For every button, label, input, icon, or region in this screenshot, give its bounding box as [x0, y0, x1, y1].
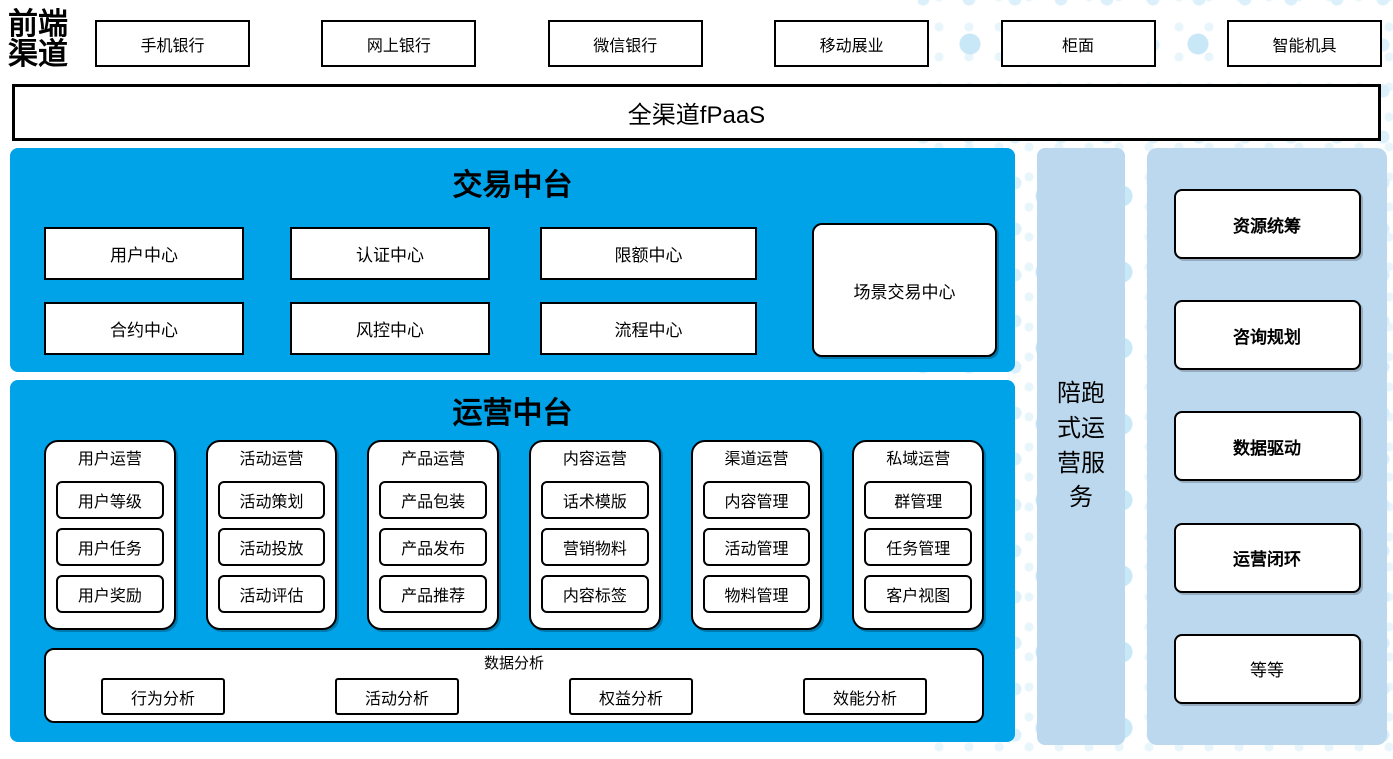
ops-groups-row: 用户运营 用户等级 用户任务 用户奖励 活动运营 活动策划 活动投放 活动评估 … [44, 440, 985, 630]
channel-box-online-banking: 网上银行 [321, 20, 477, 67]
channel-box-mobile-sales: 移动展业 [774, 20, 930, 67]
ops-platform-panel: 运营中台 用户运营 用户等级 用户任务 用户奖励 活动运营 活动策划 活动投放 … [10, 380, 1015, 742]
ops-group-item: 物料管理 [702, 575, 811, 613]
right-box-resource: 资源统筹 [1173, 189, 1361, 260]
ops-group-item: 产品发布 [379, 528, 488, 566]
channel-box-mobile-banking: 手机银行 [95, 20, 250, 67]
ops-group-channel: 渠道运营 内容管理 活动管理 物料管理 [690, 440, 823, 630]
data-analytics-title: 数据分析 [483, 655, 544, 672]
scene-trade-center-box: 场景交易中心 [812, 223, 997, 357]
front-channel-row: 手机银行 网上银行 微信银行 移动展业 柜面 智能机具 [95, 20, 1382, 67]
accompany-service-label: 陪跑式运营服务 [1057, 379, 1105, 512]
fpaas-bar: 全渠道fPaaS [12, 84, 1381, 141]
right-box-data-driven: 数据驱动 [1173, 411, 1361, 482]
ops-group-item: 任务管理 [864, 528, 973, 566]
ops-group-title: 私域运营 [886, 451, 951, 468]
ops-group-content: 内容运营 话术模版 营销物料 内容标签 [529, 440, 661, 630]
ops-group-item: 活动策划 [217, 481, 326, 519]
ops-group-item: 产品包装 [379, 481, 488, 519]
ops-group-title: 内容运营 [562, 451, 627, 468]
channel-box-counter: 柜面 [1000, 20, 1156, 67]
channel-box-smart-machine: 智能机具 [1226, 20, 1382, 67]
ops-group-title: 用户运营 [77, 451, 142, 468]
ops-group-item: 用户任务 [56, 528, 164, 566]
ops-group-item: 内容标签 [541, 575, 649, 613]
right-service-panel: 资源统筹 咨询规划 数据驱动 运营闭环 等等 [1147, 148, 1387, 745]
center-box-auth: 认证中心 [290, 227, 490, 280]
right-box-etc: 等等 [1173, 633, 1361, 704]
center-box-limit: 限额中心 [540, 227, 757, 280]
analytics-box-behavior: 行为分析 [101, 678, 225, 715]
ops-group-item: 用户奖励 [56, 575, 164, 613]
ops-group-activity: 活动运营 活动策划 活动投放 活动评估 [205, 440, 338, 630]
trade-platform-panel: 交易中台 用户中心 认证中心 限额中心 合约中心 风控中心 流程中心 场景交易中… [10, 148, 1015, 372]
front-channel-label: 前端渠道 [8, 8, 68, 71]
analytics-box-activity: 活动分析 [335, 678, 459, 715]
ops-group-title: 活动运营 [239, 451, 304, 468]
ops-group-title: 渠道运营 [724, 451, 789, 468]
ops-group-user: 用户运营 用户等级 用户任务 用户奖励 [44, 440, 176, 630]
data-analytics-section: 数据分析 行为分析 活动分析 权益分析 效能分析 [44, 648, 984, 723]
ops-platform-title: 运营中台 [452, 397, 573, 430]
ops-group-item: 客户视图 [864, 575, 973, 613]
ops-group-item: 群管理 [864, 481, 973, 519]
trade-platform-title: 交易中台 [452, 169, 573, 202]
center-box-user: 用户中心 [44, 227, 244, 280]
ops-group-item: 话术模版 [541, 481, 649, 519]
data-analytics-row: 行为分析 活动分析 权益分析 效能分析 [46, 678, 982, 715]
ops-group-private-domain: 私域运营 群管理 任务管理 客户视图 [852, 440, 985, 630]
ops-group-item: 活动管理 [702, 528, 811, 566]
ops-group-item: 营销物料 [541, 528, 649, 566]
ops-group-item: 活动评估 [217, 575, 326, 613]
right-box-ops-loop: 运营闭环 [1173, 522, 1361, 593]
ops-group-item: 用户等级 [56, 481, 164, 519]
analytics-box-efficiency: 效能分析 [803, 678, 927, 715]
ops-group-item: 产品推荐 [379, 575, 488, 613]
channel-box-wechat-banking: 微信银行 [547, 20, 703, 67]
accompany-service-column: 陪跑式运营服务 [1037, 148, 1125, 745]
right-box-consulting: 咨询规划 [1173, 300, 1361, 371]
ops-group-product: 产品运营 产品包装 产品发布 产品推荐 [367, 440, 500, 630]
ops-group-item: 活动投放 [217, 528, 326, 566]
analytics-box-rights: 权益分析 [569, 678, 693, 715]
center-box-risk: 风控中心 [290, 302, 490, 355]
ops-group-item: 内容管理 [702, 481, 811, 519]
ops-group-title: 产品运营 [401, 451, 466, 468]
center-box-process: 流程中心 [540, 302, 757, 355]
center-box-contract: 合约中心 [44, 302, 244, 355]
